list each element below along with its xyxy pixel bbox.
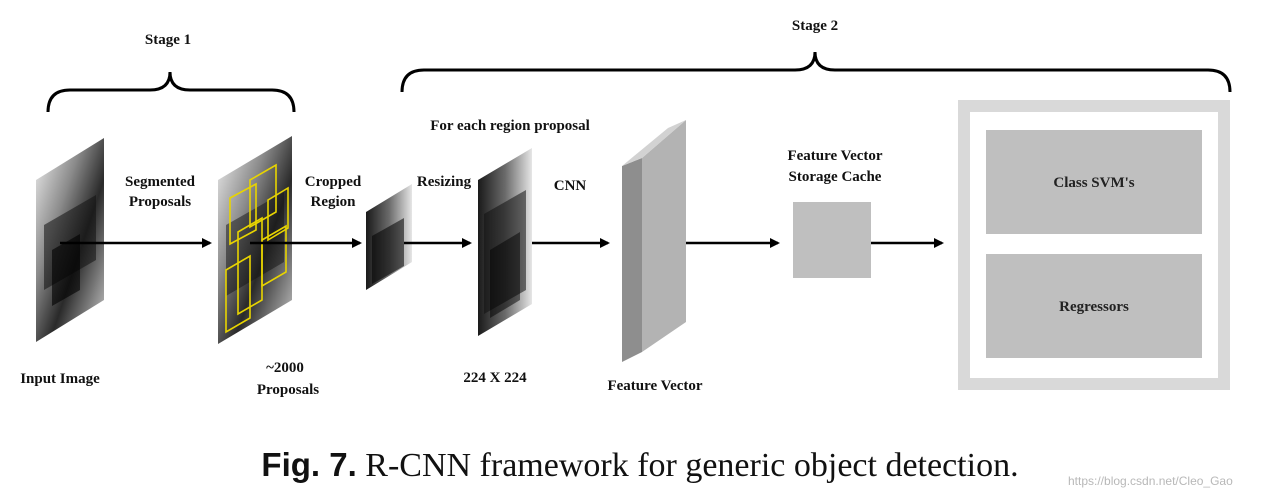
feature-vector-label: Feature Vector bbox=[607, 378, 702, 394]
watermark: https://blog.csdn.net/Cleo_Gao bbox=[1068, 474, 1233, 488]
cache-label-1: Feature Vector bbox=[787, 148, 882, 164]
feature-vector-slab bbox=[622, 120, 686, 362]
stage2-bracket bbox=[400, 51, 1232, 93]
resizing-label: Resizing bbox=[417, 174, 472, 190]
class-svms-box bbox=[986, 130, 1202, 234]
cnn-label: CNN bbox=[554, 178, 587, 194]
stage1-bracket bbox=[46, 71, 296, 113]
segmented-proposals-photo bbox=[218, 136, 292, 344]
storage-cache-box bbox=[793, 202, 871, 278]
proposal-boxes bbox=[225, 163, 289, 334]
proposals-count-label: ~2000 bbox=[266, 360, 304, 376]
input-image-label: Input Image bbox=[20, 371, 100, 387]
input-image-photo bbox=[36, 138, 104, 342]
segmented-label-1: Segmented bbox=[125, 174, 196, 190]
figure-number: Fig. 7. bbox=[261, 446, 357, 483]
cropped-label-2: Region bbox=[311, 194, 357, 210]
figure-caption-text: R-CNN framework for generic object detec… bbox=[365, 447, 1019, 484]
figure-caption: Fig. 7. R-CNN framework for generic obje… bbox=[0, 446, 1280, 485]
segmented-label-2: Proposals bbox=[129, 194, 191, 210]
stage2-label: Stage 2 bbox=[792, 18, 838, 34]
stage1-label: Stage 1 bbox=[145, 32, 191, 48]
class-svms-label: Class SVM's bbox=[1053, 175, 1134, 191]
cache-label-2: Storage Cache bbox=[789, 169, 882, 185]
for-each-proposal-label: For each region proposal bbox=[430, 118, 590, 134]
cropped-label-1: Cropped bbox=[305, 174, 362, 190]
cropped-region-photo bbox=[366, 184, 412, 290]
resized-region-photo bbox=[478, 148, 532, 336]
proposals-label: Proposals bbox=[257, 382, 319, 398]
size-label: 224 X 224 bbox=[463, 370, 527, 386]
regressors-label: Regressors bbox=[1059, 299, 1129, 315]
regressors-box bbox=[986, 254, 1202, 358]
